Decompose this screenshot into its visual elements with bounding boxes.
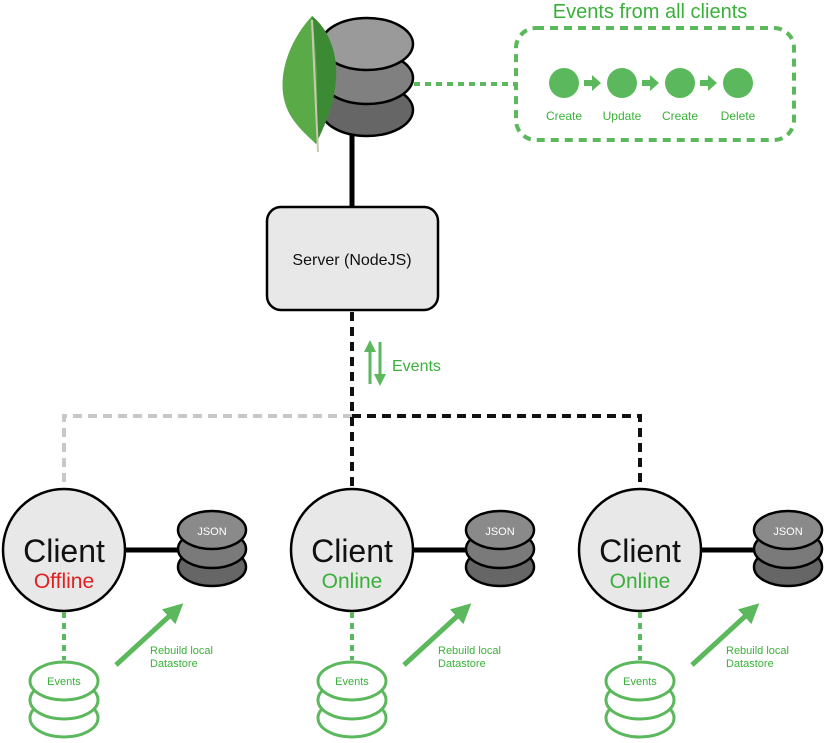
event-step-label: Update [603,109,642,123]
client-online-1: Client Online JSON Rebuild local Datasto… [289,487,536,739]
events-sync-arrows: Events [364,340,441,386]
event-step-arrows [584,75,717,91]
event-step-circle [723,68,753,98]
mongodb-leaf-icon [282,16,337,153]
client-status: Online [610,570,671,593]
central-database [282,16,415,207]
network-lines [62,312,642,490]
json-datastore-icon: JSON [752,509,824,588]
events-store-icon: Events [28,660,100,739]
event-step-circle [665,68,695,98]
event-step-label: Delete [721,109,756,123]
rebuild-arrow [690,603,760,667]
json-datastore-icon: JSON [176,509,248,588]
rebuild-arrow [402,603,472,667]
event-step-circle [549,68,579,98]
event-step-label: Create [662,109,698,123]
event-step-circle [607,68,637,98]
json-label: JSON [485,526,514,538]
rebuild-label-line2: Datastore [726,658,774,670]
events-link-label: Events [392,358,441,375]
client-title: Client [23,533,105,569]
client-status: Online [322,570,383,593]
events-panel-title: Events from all clients [553,1,748,23]
rebuild-label-line1: Rebuild local [150,645,213,657]
json-datastore-icon: JSON [464,509,536,588]
server-label: Server (NodeJS) [292,252,411,269]
rebuild-label-line1: Rebuild local [438,645,501,657]
server-box: Server (NodeJS) [265,205,440,312]
events-store-label: Events [47,676,81,688]
rebuild-label-line1: Rebuild local [726,645,789,657]
client-online-2: Client Online JSON Rebuild local Datasto… [577,487,824,739]
rebuild-arrow [114,603,184,667]
rebuild-label-line2: Datastore [150,658,198,670]
client-title: Client [599,533,681,569]
client-status: Offline [34,570,94,593]
events-store-label: Events [335,676,369,688]
json-label: JSON [197,526,226,538]
events-store-label: Events [623,676,657,688]
client-title: Client [311,533,393,569]
events-store-icon: Events [604,660,676,739]
rebuild-label-line2: Datastore [438,658,486,670]
events-store-icon: Events [316,660,388,739]
events-panel: Events from all clients Create Update Cr… [514,1,796,142]
event-step-label: Create [546,109,582,123]
client-offline: Client Offline JSON Rebuild local Datast… [1,487,248,739]
json-label: JSON [773,526,802,538]
